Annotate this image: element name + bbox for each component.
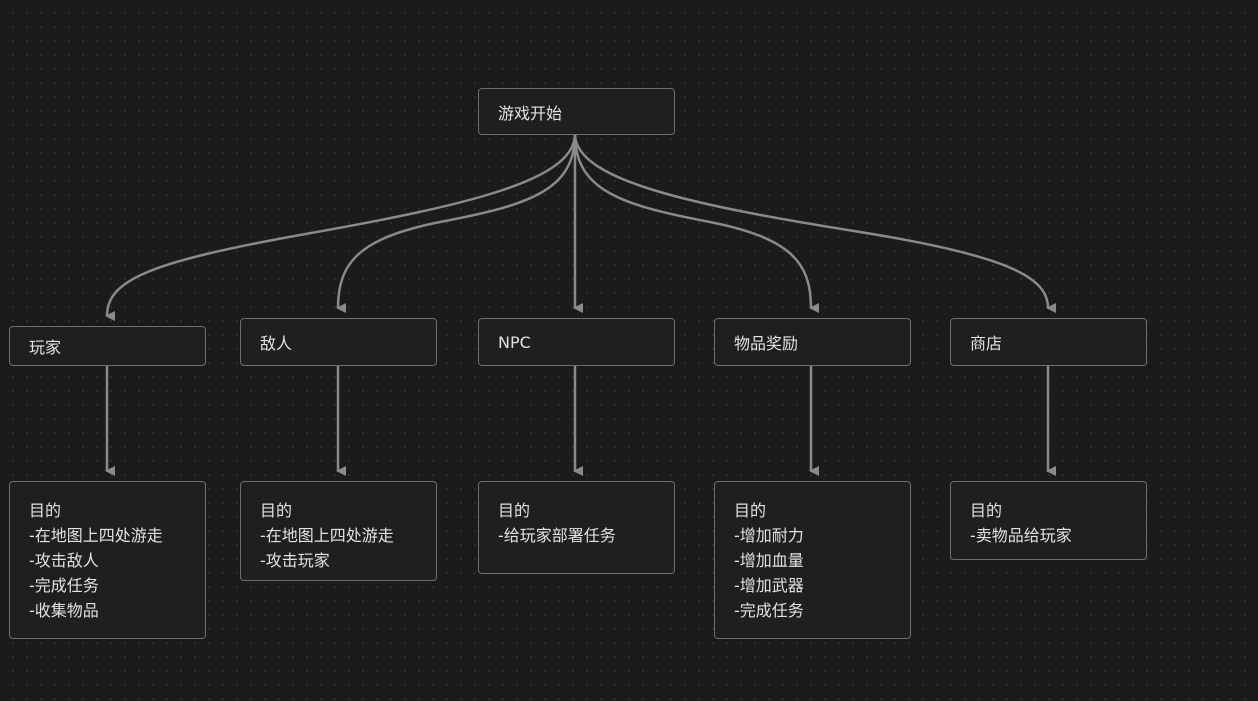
node-rewards[interactable]: 物品奖励 xyxy=(714,318,911,366)
node-npc[interactable]: NPC xyxy=(478,318,675,366)
node-player-label: 玩家 xyxy=(29,338,62,357)
detail-line: -在地图上四处游走 xyxy=(260,526,394,545)
edge-start-to-rewards xyxy=(573,133,820,313)
detail-line: -给玩家部署任务 xyxy=(498,526,616,545)
node-game-start[interactable]: 游戏开始 xyxy=(478,88,675,135)
detail-line: -卖物品给玩家 xyxy=(970,526,1072,545)
node-shop-label: 商店 xyxy=(970,334,1003,353)
node-shop-detail[interactable]: 目的 -卖物品给玩家 xyxy=(950,481,1147,560)
edge-start-to-enemy xyxy=(336,133,577,314)
detail-line: -完成任务 xyxy=(29,576,99,595)
detail-line: 目的 xyxy=(970,501,1003,520)
node-player[interactable]: 玩家 xyxy=(9,326,206,366)
node-npc-detail[interactable]: 目的 -给玩家部署任务 xyxy=(478,481,675,574)
edge-start-to-player xyxy=(105,133,577,322)
node-shop[interactable]: 商店 xyxy=(950,318,1147,366)
detail-line: 目的 xyxy=(260,501,293,520)
node-npc-label: NPC xyxy=(498,332,531,352)
detail-line: -增加武器 xyxy=(734,576,804,595)
node-game-start-label: 游戏开始 xyxy=(498,103,563,123)
node-enemy-label: 敌人 xyxy=(260,334,293,353)
detail-line: 目的 xyxy=(498,501,531,520)
detail-line: -完成任务 xyxy=(734,601,804,620)
node-rewards-detail[interactable]: 目的 -增加耐力 -增加血量 -增加武器 -完成任务 xyxy=(714,481,911,639)
node-enemy-detail[interactable]: 目的 -在地图上四处游走 -攻击玩家 xyxy=(240,481,437,581)
edge-start-to-shop xyxy=(573,133,1057,313)
node-enemy[interactable]: 敌人 xyxy=(240,318,437,366)
detail-line: -增加耐力 xyxy=(734,526,804,545)
detail-line: -攻击敌人 xyxy=(29,551,99,570)
node-player-detail[interactable]: 目的 -在地图上四处游走 -攻击敌人 -完成任务 -收集物品 xyxy=(9,481,206,639)
detail-line: -攻击玩家 xyxy=(260,551,330,570)
detail-line: 目的 xyxy=(734,501,767,520)
detail-line: -收集物品 xyxy=(29,601,99,620)
detail-line: -增加血量 xyxy=(734,551,804,570)
node-rewards-label: 物品奖励 xyxy=(734,334,799,353)
detail-line: 目的 xyxy=(29,501,62,520)
detail-line: -在地图上四处游走 xyxy=(29,526,163,545)
